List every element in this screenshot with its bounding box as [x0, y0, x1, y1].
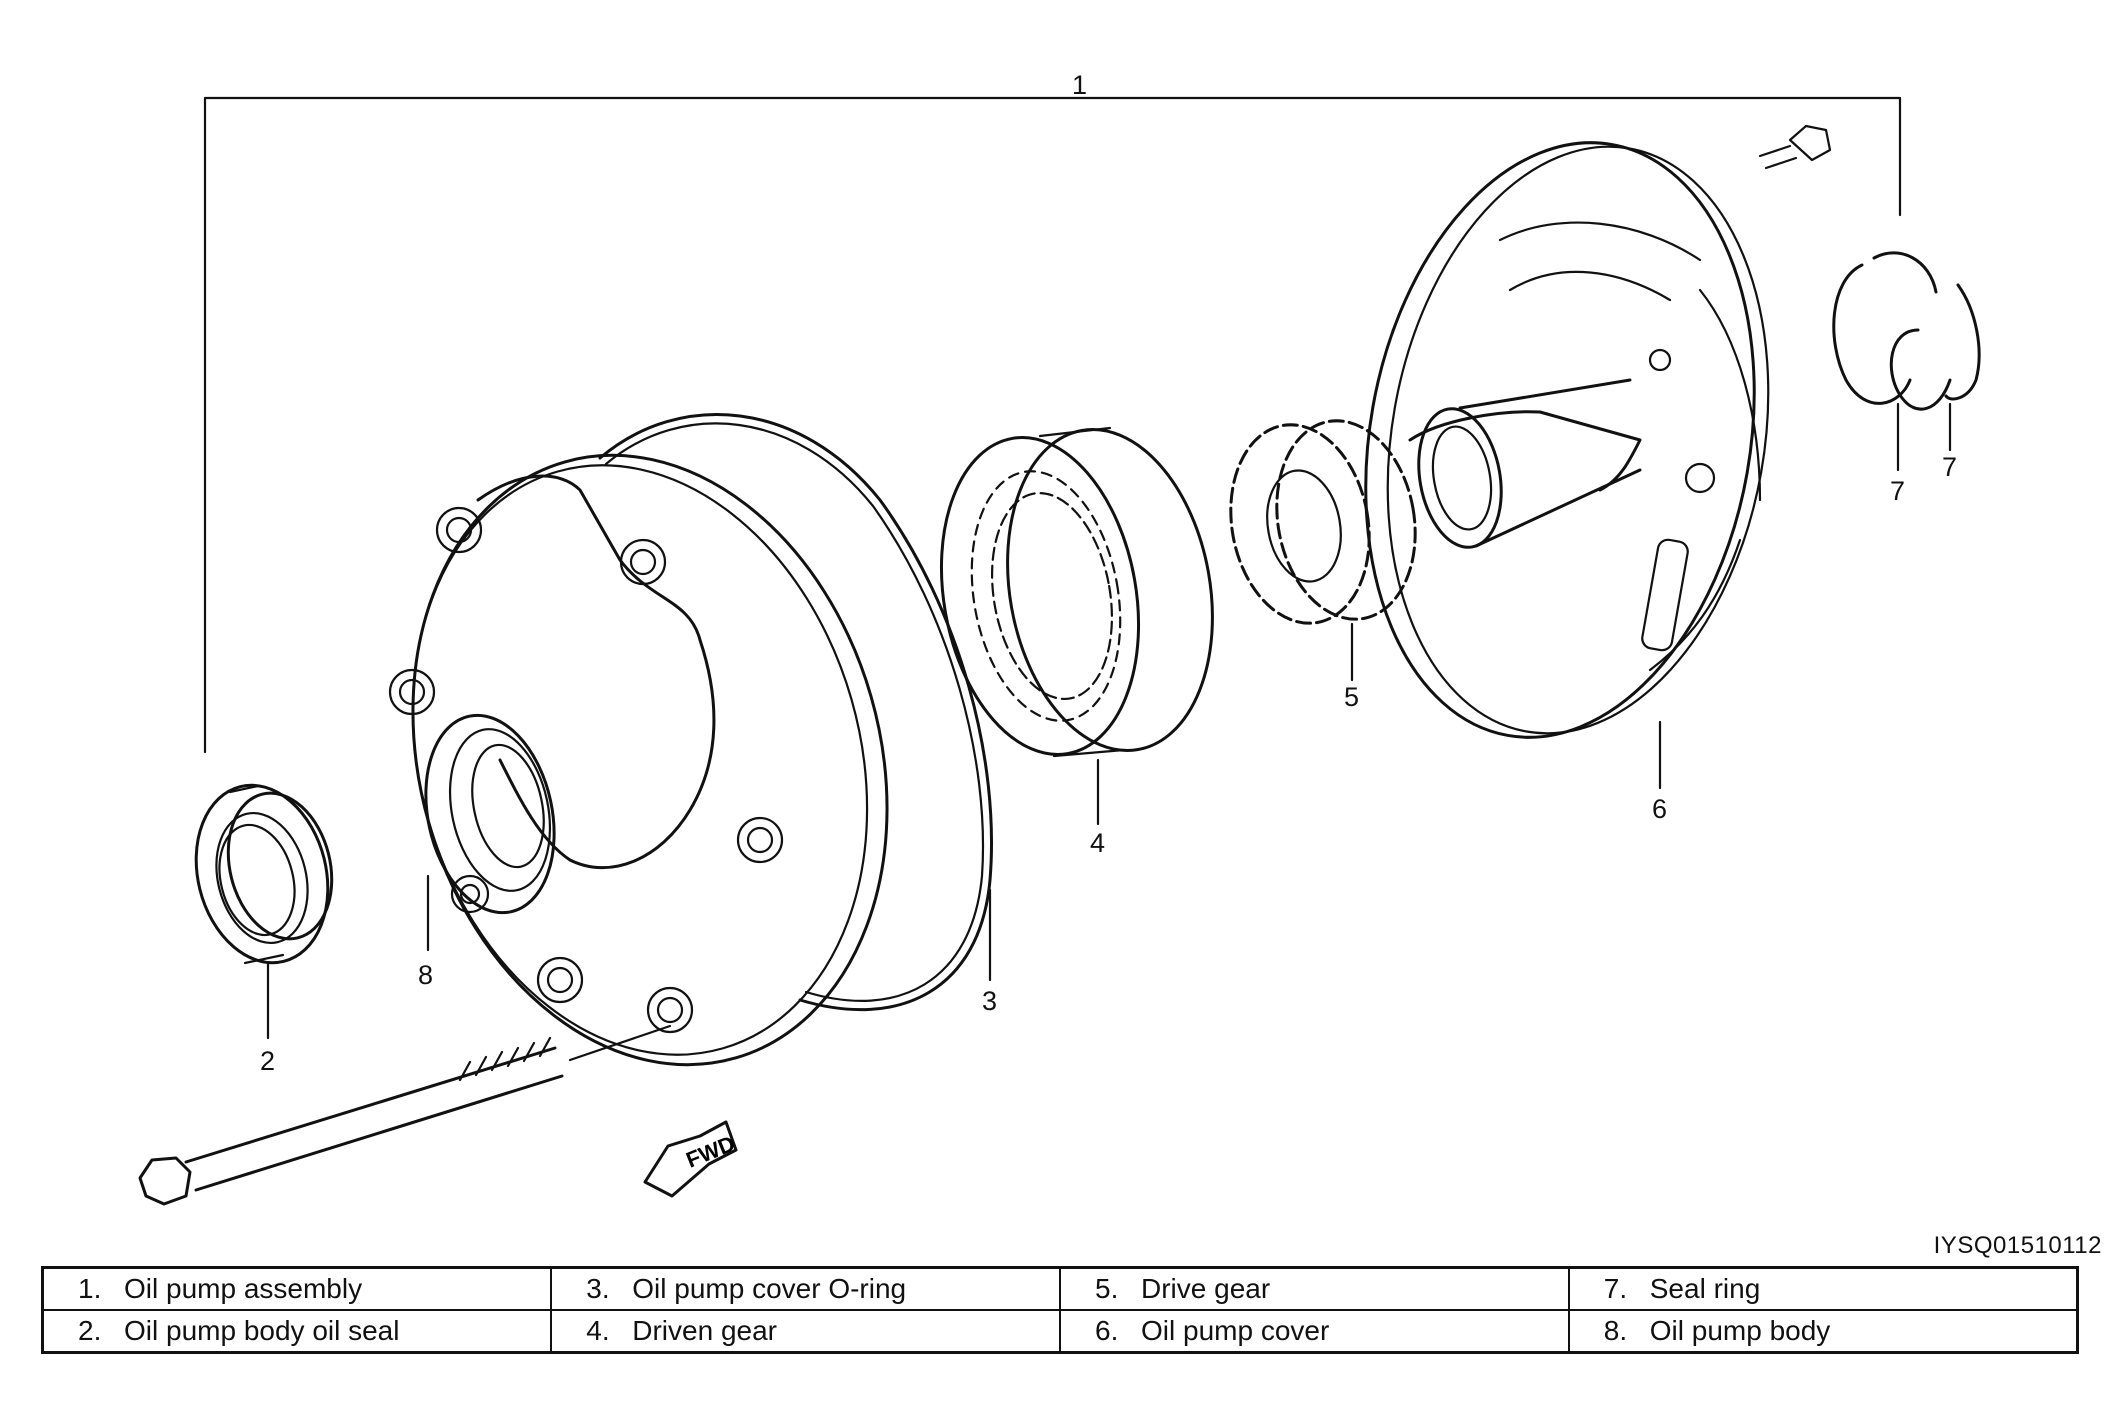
o-ring-part [598, 412, 994, 1012]
parts-legend-table: 1. Oil pump assembly 3. Oil pump cover O-r… [41, 1266, 2079, 1354]
callout-1: 1 [1072, 70, 1087, 100]
callout-7a: 7 [1890, 476, 1905, 506]
legend-label: Oil pump body [1649, 1315, 1831, 1346]
legend-number: 5. [1095, 1273, 1119, 1304]
legend-number: 8. [1603, 1315, 1628, 1346]
legend-cell: 3. Oil pump cover O-ring [550, 1266, 1061, 1311]
oil-pump-body-part [388, 453, 889, 1067]
legend-cell: 5. Drive gear [1059, 1266, 1570, 1311]
legend-cell: 8. Oil pump body [1567, 1309, 2079, 1354]
legend-label: Oil pump cover O-ring [632, 1273, 907, 1304]
oil-seal-part [194, 783, 334, 965]
drive-gear-part [1229, 419, 1417, 625]
legend-row: 1. Oil pump assembly 3. Oil pump cover O-r… [41, 1266, 2079, 1311]
legend-label: Oil pump assembly [124, 1273, 363, 1304]
legend-label: Oil pump body oil seal [124, 1315, 400, 1346]
legend-label: Drive gear [1141, 1273, 1271, 1304]
legend-cell: 6. Oil pump cover [1059, 1309, 1570, 1354]
seal-rings-part [1832, 251, 1981, 411]
callout-5: 5 [1344, 682, 1359, 712]
driven-gear-part [939, 426, 1214, 758]
legend-cell: 4. Driven gear [550, 1309, 1061, 1354]
legend-label: Seal ring [1649, 1273, 1761, 1304]
callout-2: 2 [260, 1046, 275, 1076]
callout-3: 3 [982, 986, 997, 1016]
assembly-bracket [203, 96, 1902, 754]
callout-6: 6 [1652, 794, 1667, 824]
callout-4: 4 [1090, 828, 1105, 858]
legend-cell: 7. Seal ring [1567, 1266, 2079, 1311]
legend-cell: 2. Oil pump body oil seal [41, 1309, 553, 1354]
leader-lines [266, 402, 1952, 1040]
legend-number: 1. [78, 1273, 102, 1304]
legend-number: 2. [78, 1315, 102, 1346]
legend-number: 7. [1603, 1273, 1628, 1304]
drawing-code: IYSQ01510112 [1933, 1232, 2102, 1259]
long-bolt-part [138, 1024, 672, 1206]
exploded-parts-diagram: FWD [138, 70, 1981, 1206]
fwd-direction-arrow: FWD [643, 1120, 739, 1198]
legend-cell: 1. Oil pump assembly [41, 1266, 553, 1311]
legend-number: 6. [1095, 1315, 1119, 1346]
oil-pump-cover-part [1364, 124, 1832, 739]
legend-label: Oil pump cover [1141, 1315, 1330, 1346]
legend-number: 3. [586, 1273, 610, 1304]
fwd-label: FWD [683, 1131, 739, 1173]
legend-label: Driven gear [632, 1315, 777, 1346]
callout-7b: 7 [1942, 452, 1957, 482]
callout-8: 8 [418, 960, 433, 990]
legend-number: 4. [586, 1315, 610, 1346]
legend-row: 2. Oil pump body oil seal 4. Driven gear 6… [41, 1309, 2079, 1354]
